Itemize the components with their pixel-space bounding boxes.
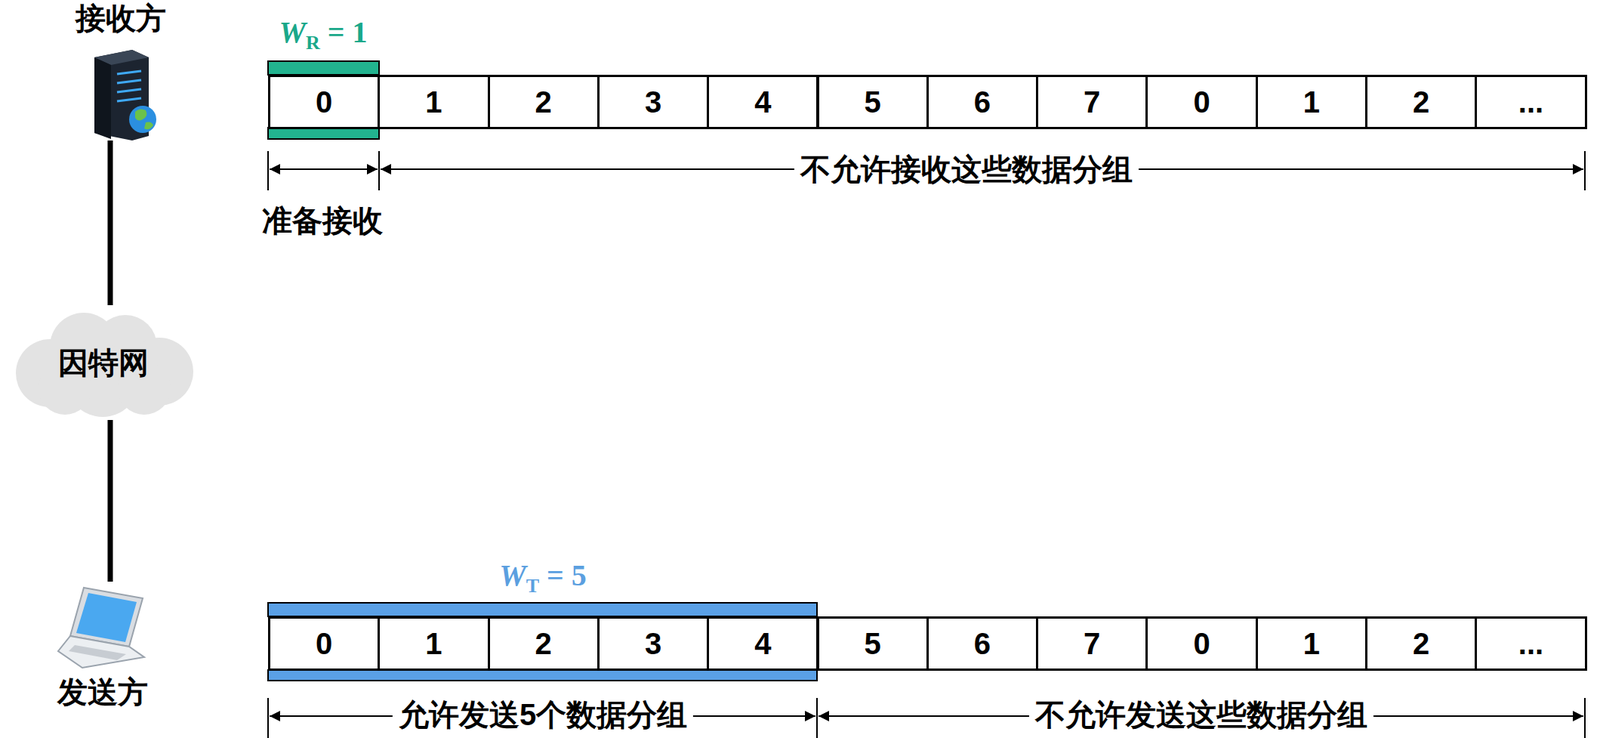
sequence-number: 1	[1303, 628, 1320, 659]
window-bar	[268, 61, 380, 75]
window-size: WR = 1	[278, 14, 367, 55]
server-host: 接收方	[64, 0, 178, 141]
bracket-label: 不允许接收这些数据分组	[794, 151, 1139, 187]
sequence-cell: 2	[487, 74, 600, 130]
sequence-number: 6	[974, 628, 991, 659]
window-bar	[268, 602, 817, 617]
window-symbol: = 5	[546, 557, 587, 592]
sequence-number: 3	[644, 86, 662, 118]
sequence-cell: 0	[1145, 616, 1258, 671]
window-bar	[268, 127, 380, 139]
laptop-icon	[53, 581, 152, 674]
sequence-number: 0	[315, 86, 333, 118]
window-subscript: T	[526, 574, 540, 597]
sequence-cell: 1	[1255, 616, 1368, 671]
bracket-label: 不允许发送这些数据分组	[1029, 696, 1374, 732]
network-link	[107, 419, 114, 582]
bracket-label: 准备接收	[262, 203, 383, 238]
sequence-cell: 4	[706, 74, 819, 130]
sequence-number: 2	[535, 86, 552, 118]
sequence-number: ...	[1518, 86, 1544, 118]
sequence-number: 1	[425, 628, 442, 659]
sequence-cell: 2	[487, 616, 600, 671]
sequence-cell: 5	[816, 616, 929, 671]
sequence-number: 5	[864, 628, 882, 659]
sequence-cell: 3	[597, 616, 710, 671]
window-size: WT = 5	[499, 557, 587, 598]
sequence-cell: 1	[377, 616, 490, 671]
window-symbol: W	[278, 15, 306, 50]
sequence-number: 1	[1303, 86, 1320, 118]
sequence-number: 2	[1412, 86, 1430, 118]
sequence-cell: ...	[1474, 74, 1587, 130]
sequence-number: 0	[1193, 628, 1210, 659]
sequence-cell: 2	[1365, 74, 1477, 130]
sequence-number: ...	[1518, 628, 1544, 659]
sequence-cell: 6	[926, 616, 1039, 671]
sequence-cell: 1	[1255, 74, 1368, 130]
sequence-cell: 3	[597, 74, 710, 130]
sequence-number: 2	[535, 628, 552, 659]
window-subscript: R	[305, 31, 321, 54]
laptop-host: 发送方	[46, 581, 160, 730]
window-bar	[268, 669, 817, 681]
node-label: 发送方	[57, 673, 148, 710]
sequence-cell: 2	[1365, 616, 1477, 671]
window-symbol: W	[499, 557, 527, 592]
sequence-number: 5	[864, 86, 882, 118]
node-label: 因特网	[58, 344, 149, 381]
sequence-number: 2	[1412, 628, 1430, 659]
sequence-number: 7	[1083, 628, 1101, 659]
dimension-bracket	[268, 151, 1585, 191]
sequence-cell: 7	[1035, 74, 1148, 130]
sequence-cell: 6	[926, 74, 1039, 130]
sequence-cell: 5	[816, 74, 929, 130]
sequence-cell: 7	[1035, 616, 1148, 671]
sequence-number: 0	[315, 628, 333, 659]
sequence-cell: 1	[377, 74, 490, 130]
network-link	[107, 140, 114, 306]
sequence-number: 4	[754, 628, 771, 659]
sequence-number: 1	[425, 86, 442, 118]
sequence-number: 6	[974, 86, 991, 118]
sequence-cell: 0	[268, 74, 380, 130]
node-label: 接收方	[75, 0, 167, 37]
network-cloud: 因特网	[4, 305, 203, 420]
window-symbol: = 1	[327, 15, 368, 50]
sequence-number: 3	[644, 628, 662, 659]
sequence-cell: 0	[268, 616, 380, 671]
bracket-label: 允许发送5个数据分组	[392, 696, 694, 732]
dimension-bracket	[268, 697, 1585, 738]
server-icon	[79, 43, 163, 141]
sequence-number: 7	[1083, 86, 1101, 118]
sequence-cell: 4	[706, 616, 819, 671]
sequence-cell: ...	[1474, 616, 1587, 671]
sequence-number: 4	[754, 86, 771, 118]
sequence-number: 0	[1193, 86, 1210, 118]
sequence-cell: 0	[1145, 74, 1258, 130]
